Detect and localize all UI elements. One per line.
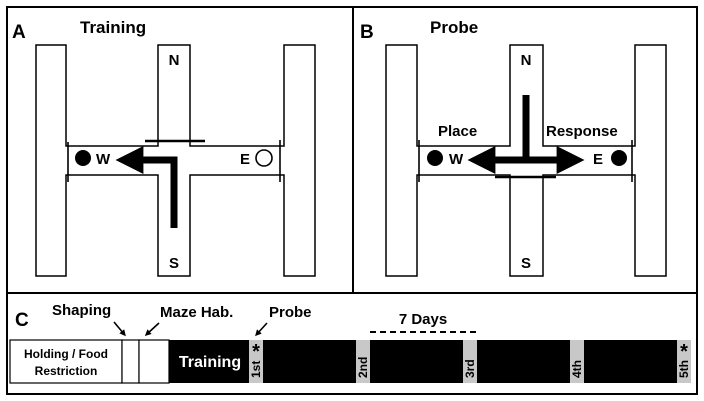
panel-c: C Shaping Maze Hab. Probe 7 Days Holding…	[9, 302, 691, 384]
holding-restriction-block	[9, 339, 123, 384]
strategy-label-place: Place	[438, 123, 477, 140]
panel-b: B Probe N S W E Place Response	[360, 18, 667, 277]
probe-label: Probe	[269, 304, 312, 321]
probe-day-label: 4th	[570, 360, 584, 378]
arm-label-south: S	[169, 255, 179, 272]
holding-label-line1: Holding / Food	[24, 347, 108, 361]
probe-day-label: 2nd	[356, 357, 370, 378]
strategy-label-response: Response	[546, 123, 618, 140]
maze-end-bars-a	[67, 139, 281, 182]
panel-a-frame	[6, 6, 354, 294]
arm-label-north: N	[521, 52, 532, 69]
arm-label-east: E	[593, 151, 603, 168]
probe-day-cell	[463, 340, 477, 383]
probe-day-marker: 4th	[570, 340, 584, 383]
timeline-pointers	[113, 321, 268, 337]
probe-choice-arrows	[467, 95, 585, 174]
training-block	[169, 340, 691, 383]
shaping-block	[121, 339, 140, 384]
food-well-west-filled	[427, 150, 443, 166]
shaping-label: Shaping	[52, 302, 111, 319]
arm-label-west: W	[96, 151, 111, 168]
maze-hab-label: Maze Hab.	[160, 304, 233, 321]
panel-a-letter: A	[12, 22, 26, 43]
panel-b-letter: B	[360, 22, 374, 43]
probe-day-cell	[570, 340, 584, 383]
maze-outline-a	[35, 44, 316, 277]
maze-habituation-block	[138, 339, 170, 384]
probe-day-cell	[249, 340, 263, 383]
maze-end-bars-b	[418, 140, 633, 182]
probe-day-label: 1st	[249, 361, 263, 378]
arm-label-east: E	[240, 151, 250, 168]
probe-day-cell	[356, 340, 370, 383]
probe-day-marker: 5th*	[677, 340, 691, 383]
seven-days-label: 7 Days	[399, 311, 447, 328]
panel-a-title: Training	[80, 18, 146, 37]
probe-day-marker: 2nd	[356, 340, 370, 383]
probe-day-marker: 1st*	[249, 340, 263, 383]
food-well-east-filled	[611, 150, 627, 166]
arm-label-west: W	[449, 151, 464, 168]
holding-label-line2: Restriction	[35, 364, 98, 378]
food-well-east-empty	[255, 149, 273, 167]
probe-day-label: 3rd	[463, 359, 477, 378]
arm-label-north: N	[169, 52, 180, 69]
food-well-west-filled	[75, 150, 91, 166]
probe-day-marker: 3rd	[463, 340, 477, 383]
maze-outline-b	[385, 44, 667, 277]
arm-label-south: S	[521, 255, 531, 272]
probe-star-icon: *	[680, 341, 688, 363]
training-path-arrow	[115, 146, 178, 228]
probe-day-cell	[677, 340, 691, 383]
panel-b-title: Probe	[430, 18, 478, 37]
probe-day-label: 5th	[677, 360, 691, 378]
probe-star-icon: *	[252, 341, 260, 363]
training-label: Training	[179, 354, 241, 371]
panel-a: A Training N S W E	[12, 18, 316, 277]
panel-c-frame	[6, 292, 698, 395]
panel-c-letter: C	[15, 310, 29, 331]
